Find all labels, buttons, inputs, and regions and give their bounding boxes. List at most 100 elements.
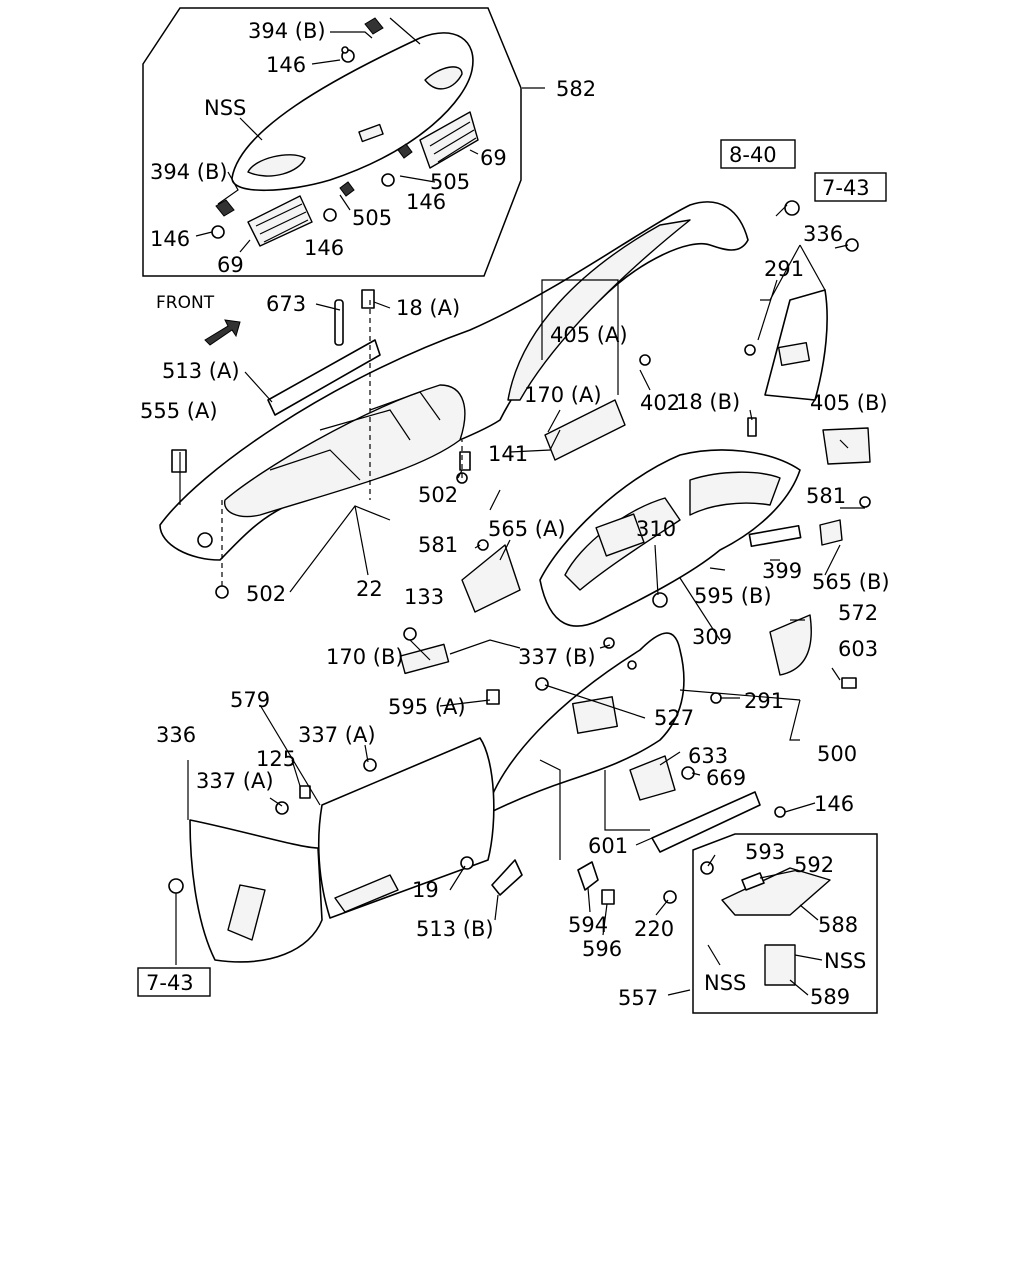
label-593: 593 xyxy=(745,840,785,864)
label-588: 588 xyxy=(818,913,858,937)
part-565b-switch xyxy=(819,519,843,546)
part-141-clip xyxy=(459,451,471,471)
label-337a-left: 337 (A) xyxy=(196,769,274,793)
part-594-hinge xyxy=(577,861,599,891)
part-582-lid xyxy=(231,32,474,192)
part-69-vent xyxy=(247,111,479,247)
label-8-40: 8-40 xyxy=(729,143,777,167)
part-7-43-screw-btm xyxy=(168,878,184,894)
part-502-clip-lower xyxy=(215,585,229,599)
label-581-right: 581 xyxy=(806,484,846,508)
label-502-mid: 502 xyxy=(418,483,458,507)
part-673-strip xyxy=(334,299,344,346)
label-513a: 513 (A) xyxy=(162,359,240,383)
label-nss-top: NSS xyxy=(204,96,246,120)
leaders-main xyxy=(175,204,865,996)
front-arrow xyxy=(204,319,241,346)
part-565a-switch xyxy=(461,544,521,613)
part-500-lower-panel xyxy=(484,632,685,816)
leaders-top xyxy=(195,17,545,253)
inset-frame-557 xyxy=(692,833,878,1014)
fasteners-top xyxy=(211,17,413,239)
part-170b-switch xyxy=(399,643,450,675)
label-146-top: 146 xyxy=(266,53,306,77)
part-8-40-screw xyxy=(784,200,800,216)
label-337a-top: 337 (A) xyxy=(298,723,376,747)
label-291-mid: 291 xyxy=(744,689,784,713)
label-69-btm: 69 xyxy=(217,253,244,277)
part-125-clip xyxy=(299,785,311,799)
label-399: 399 xyxy=(762,559,802,583)
part-19-screw xyxy=(460,856,474,870)
part-291-clip-top xyxy=(744,344,756,356)
label-500: 500 xyxy=(817,742,857,766)
label-405b: 405 (B) xyxy=(810,391,888,415)
label-309: 309 xyxy=(692,625,732,649)
label-502-btm: 502 xyxy=(246,582,286,606)
label-nss-r1: NSS xyxy=(824,949,866,973)
label-557: 557 xyxy=(618,986,658,1010)
label-527: 527 xyxy=(654,706,694,730)
label-146-right: 146 xyxy=(814,792,854,816)
part-593-screw xyxy=(700,861,714,875)
part-601-bracket xyxy=(651,791,761,853)
part-555a-screw xyxy=(171,449,187,473)
part-220-screw xyxy=(663,890,677,904)
ref-box-7-43-top xyxy=(814,172,887,202)
label-402: 402 xyxy=(640,391,680,415)
part-402-screw xyxy=(639,354,651,366)
label-594: 594 xyxy=(568,913,608,937)
part-572-cover xyxy=(769,614,812,676)
label-565a: 565 (A) xyxy=(488,517,566,541)
inset-frame-582 xyxy=(142,7,522,277)
label-405a: 405 (A) xyxy=(550,323,628,347)
ref-box-7-43-btm xyxy=(137,967,211,997)
part-133-screw xyxy=(403,627,417,641)
part-18a-screw xyxy=(361,289,375,309)
label-572: 572 xyxy=(838,601,878,625)
labels: 394 (B) 146 NSS 582 394 (B) 69 505 146 5… xyxy=(140,19,890,1010)
part-310-knob xyxy=(652,592,668,608)
label-336-top: 336 xyxy=(803,222,843,246)
label-146-mid: 146 xyxy=(406,190,446,214)
label-582: 582 xyxy=(556,77,596,101)
small-parts xyxy=(168,200,871,986)
label-592: 592 xyxy=(794,853,834,877)
label-170a: 170 (A) xyxy=(524,383,602,407)
label-nss-r2: NSS xyxy=(704,971,746,995)
label-146-btm: 146 xyxy=(304,236,344,260)
part-399-trim xyxy=(748,524,802,548)
label-394b-top: 394 (B) xyxy=(248,19,326,43)
label-69-right: 69 xyxy=(480,146,507,170)
part-596-screw xyxy=(601,889,615,905)
label-669: 669 xyxy=(706,766,746,790)
part-337a-clip-top xyxy=(363,758,377,772)
label-18b: 18 (B) xyxy=(676,390,740,414)
label-505-left: 505 xyxy=(352,206,392,230)
label-141: 141 xyxy=(488,442,528,466)
part-18b-screw xyxy=(747,417,757,437)
label-581-left: 581 xyxy=(418,533,458,557)
part-589-catch xyxy=(764,944,796,986)
label-7-43-btm: 7-43 xyxy=(146,971,194,995)
label-22: 22 xyxy=(356,577,383,601)
label-18a: 18 (A) xyxy=(396,296,460,320)
part-595a-clip xyxy=(486,689,500,705)
label-595a: 595 (A) xyxy=(388,695,466,719)
ref-box-8-40 xyxy=(720,139,796,169)
label-555a: 555 (A) xyxy=(140,399,218,423)
label-673: 673 xyxy=(266,292,306,316)
label-589: 589 xyxy=(810,985,850,1009)
label-603: 603 xyxy=(838,637,878,661)
part-291-clip xyxy=(710,692,722,704)
label-146-left: 146 xyxy=(150,227,190,251)
part-633-lock xyxy=(629,755,676,801)
label-337b: 337 (B) xyxy=(518,645,596,669)
label-595b: 595 (B) xyxy=(694,584,772,608)
label-596: 596 xyxy=(582,937,622,961)
label-19: 19 xyxy=(412,878,439,902)
part-581-screw-right xyxy=(859,496,871,508)
part-513a-bracket xyxy=(267,339,381,416)
label-133: 133 xyxy=(404,585,444,609)
